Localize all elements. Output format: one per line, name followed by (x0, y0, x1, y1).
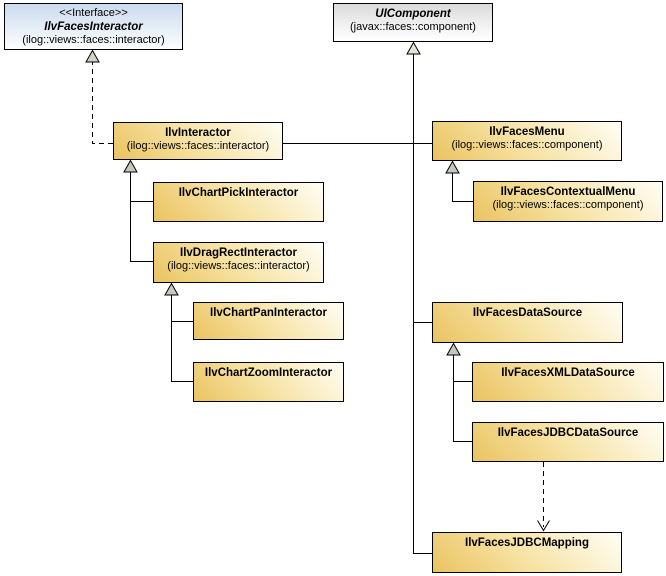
class-package: (ilog::views::faces::interactor) (167, 260, 310, 272)
edge-facesdatasource-subtree (453, 355, 472, 442)
class-package: (ilog::views::faces::interactor) (22, 34, 165, 46)
class-box-ilvinteractor[interactable]: IlvInteractor (ilog::views::faces::inter… (113, 122, 283, 160)
class-box-ilvfacesxmldatasource[interactable]: IlvFacesXMLDataSource (472, 362, 664, 402)
class-name: IlvChartPanInteractor (210, 307, 327, 319)
class-box-ilvfacesinteractor[interactable]: <<Interface>> IlvFacesInteractor (ilog::… (4, 3, 183, 50)
triangle-under-facesdatasource (446, 342, 461, 356)
edge-uicomponent-trunk (413, 54, 432, 554)
class-name: IlvInteractor (165, 127, 231, 139)
class-box-ilvfacesjdbcmapping[interactable]: IlvFacesJDBCMapping (432, 532, 622, 573)
triangle-under-dragrect (164, 282, 179, 296)
class-box-ilvchartpaninteractor[interactable]: IlvChartPanInteractor (193, 302, 344, 340)
class-package: (ilog::views::faces::component) (451, 139, 603, 151)
class-name: IlvFacesMenu (489, 126, 565, 138)
class-name: IlvChartPickInteractor (178, 187, 299, 199)
class-name: UIComponent (375, 8, 451, 20)
class-package: (javax::faces::component) (350, 21, 476, 33)
class-name: IlvFacesJDBCDataSource (497, 427, 639, 439)
triangle-under-facesinteractor (85, 49, 100, 63)
class-package: (ilog::views::faces::component) (492, 199, 644, 211)
class-name: IlvFacesXMLDataSource (501, 367, 635, 379)
class-box-ilvchartzoominteractor[interactable]: IlvChartZoomInteractor (193, 362, 344, 402)
class-box-ilvfacesjdbcdatasource[interactable]: IlvFacesJDBCDataSource (472, 422, 664, 462)
class-name: IlvFacesContextualMenu (500, 186, 636, 198)
class-box-ilvfacescontextualmenu[interactable]: IlvFacesContextualMenu (ilog::views::fac… (473, 181, 663, 222)
class-name: IlvFacesInteractor (44, 21, 143, 33)
dependency-arrowhead (537, 520, 550, 532)
class-box-ilvfacesmenu[interactable]: IlvFacesMenu (ilog::views::faces::compon… (432, 121, 622, 161)
class-package: (ilog::views::faces::interactor) (126, 140, 270, 152)
triangle-under-uicomponent (406, 41, 421, 55)
edge-contextualmenu-to-facesmenu (452, 173, 473, 202)
class-name: IlvChartZoomInteractor (204, 367, 333, 379)
class-name: IlvFacesDataSource (472, 307, 583, 319)
stereotype-label: <<Interface>> (59, 7, 128, 19)
triangle-under-interactor (123, 159, 138, 173)
class-box-uicomponent[interactable]: UIComponent (javax::faces::component) (333, 3, 493, 42)
class-name: IlvDragRectInteractor (180, 247, 297, 259)
triangle-under-facesmenu (445, 160, 460, 174)
class-name: IlvFacesJDBCMapping (465, 537, 589, 549)
class-box-ilvdragrectinteractor[interactable]: IlvDragRectInteractor (ilog::views::face… (153, 242, 324, 283)
edge-interactor-subtree (130, 172, 153, 262)
edge-interactor-realizes-facesinteractor (92, 62, 113, 144)
class-box-ilvfacesdatasource[interactable]: IlvFacesDataSource (432, 302, 623, 343)
edge-dragrect-subtree (171, 295, 193, 382)
class-box-ilvchartpickinteractor[interactable]: IlvChartPickInteractor (153, 182, 324, 222)
